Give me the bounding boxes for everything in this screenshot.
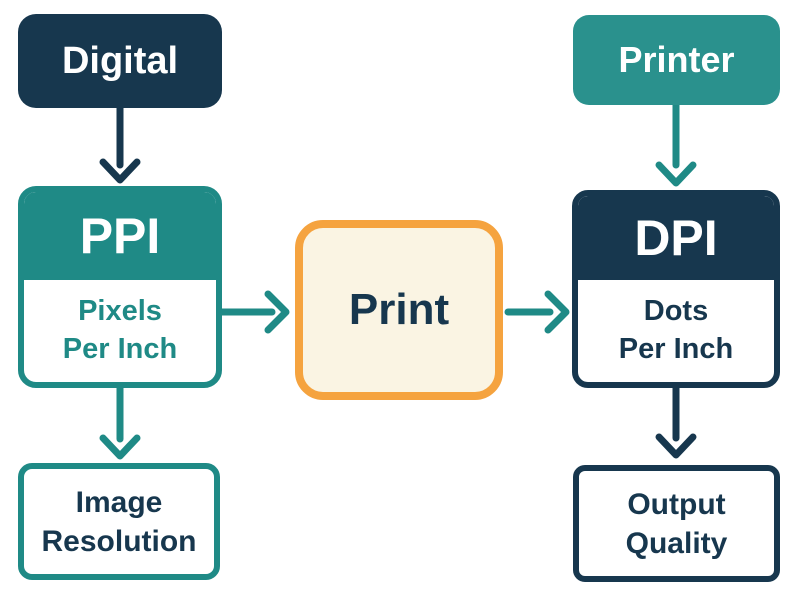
printer-label: Printer — [618, 39, 735, 80]
arrow-dpi-to-output-quality — [655, 384, 697, 459]
node-printer: Printer — [573, 15, 780, 105]
arrow-digital-to-ppi — [99, 104, 141, 184]
node-image-resolution: Image Resolution — [18, 463, 220, 580]
node-dpi: DPI Dots Per Inch — [572, 190, 780, 388]
ppi-header: PPI — [24, 192, 216, 280]
node-print: Print — [295, 220, 503, 400]
ppi-abbr-label: PPI — [79, 208, 161, 264]
node-ppi: PPI Pixels Per Inch — [18, 186, 222, 388]
dpi-body: Dots Per Inch — [578, 280, 774, 382]
dpi-full-label: Dots Per Inch — [618, 295, 734, 365]
arrow-ppi-to-image-resolution — [99, 384, 141, 460]
dpi-abbr-label: DPI — [634, 210, 718, 266]
arrow-printer-to-dpi — [655, 101, 697, 187]
dpi-header: DPI — [578, 196, 774, 280]
ppi-full-label: Pixels Per Inch — [62, 295, 178, 365]
ppi-body: Pixels Per Inch — [24, 280, 216, 382]
node-digital: Digital — [18, 14, 222, 108]
print-label: Print — [348, 285, 450, 334]
image-resolution-label: Image Resolution — [41, 485, 197, 558]
output-quality-label: Output Quality — [625, 487, 728, 560]
arrow-ppi-to-print — [218, 290, 290, 334]
arrow-print-to-dpi — [504, 290, 570, 334]
node-output-quality: Output Quality — [573, 465, 780, 582]
digital-label: Digital — [61, 39, 179, 82]
